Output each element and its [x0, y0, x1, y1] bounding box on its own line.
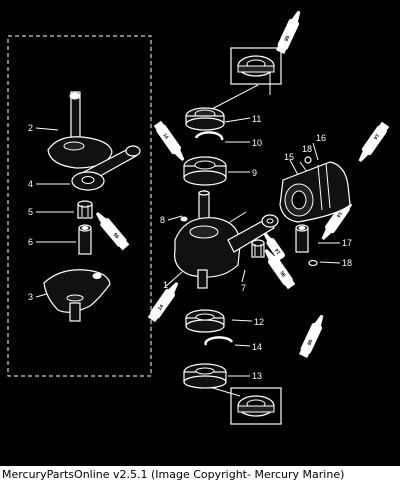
lube-tube-t7: 95 — [264, 249, 296, 290]
exploded-parts-diagram: 95 14 14 14 95 — [7, 10, 390, 425]
callout-10: 10 — [252, 138, 262, 148]
part-8-key — [180, 216, 188, 222]
seal-inset-bottom — [230, 387, 282, 425]
lube-tube-t5: 95 — [95, 212, 130, 251]
lube-tube-t6: 14 — [147, 282, 179, 323]
callout-11: 11 — [252, 114, 261, 124]
part-18-lockring-bottom — [308, 259, 318, 267]
lube-tube-t9: 95 — [299, 314, 324, 358]
seal-inset-top — [230, 47, 282, 85]
lube-tube-t2: 14 — [153, 120, 185, 161]
part-14-retaining-ring — [204, 336, 234, 346]
part-6-crank-pin — [78, 224, 92, 255]
lube-tube-t1: 95 — [276, 10, 301, 54]
lube-tube-t9-label: 95 — [307, 339, 315, 347]
part-4-connecting-rod — [71, 145, 141, 191]
part-1-crankshaft — [173, 190, 279, 289]
callout-12: 12 — [254, 317, 264, 327]
part-12-bearing — [185, 309, 225, 333]
callout-5: 5 — [28, 207, 33, 217]
lube-tube-t1-label: 95 — [284, 35, 292, 43]
copyright-footer: MercuryPartsOnline v2.5.1 (Image Copyrig… — [0, 466, 400, 484]
lube-tube-t5-label: 95 — [113, 231, 121, 239]
lube-tube-t8-label: 14 — [274, 247, 282, 255]
callout-4: 4 — [28, 179, 33, 189]
callout-3: 3 — [28, 292, 33, 302]
lube-tube-t3-label: 14 — [372, 132, 380, 140]
callout-15: 15 — [284, 152, 294, 162]
callout-7: 7 — [241, 283, 246, 293]
callout-6: 6 — [28, 237, 33, 247]
lube-tube-t2-label: 14 — [161, 132, 169, 140]
lube-tube-t4-label: 14 — [335, 210, 343, 218]
lube-tube-t6-label: 14 — [157, 304, 165, 312]
callout-18-bottom: 18 — [342, 258, 352, 268]
part-2-crankshaft-upper — [47, 91, 113, 169]
kit-dashed-box — [7, 35, 152, 377]
part-5-needle-bearing — [77, 200, 93, 219]
callout-2: 2 — [28, 123, 33, 133]
lube-tube-t7-label: 95 — [279, 269, 287, 277]
part-9-bearing — [183, 156, 227, 186]
part-13-bearing — [183, 363, 227, 389]
part-17-piston-pin — [295, 224, 309, 253]
part-18-lockring-top — [304, 156, 312, 164]
lube-tube-t3: 14 — [358, 121, 390, 162]
callout-14: 14 — [252, 342, 262, 352]
part-7-needle-bearing — [251, 239, 265, 258]
callout-13: 13 — [252, 371, 262, 381]
callout-1: 1 — [163, 280, 168, 290]
callout-8: 8 — [160, 215, 165, 225]
callout-9: 9 — [252, 168, 257, 178]
callout-17: 17 — [342, 238, 352, 248]
part-11-bearing — [185, 107, 225, 131]
callout-18-top: 18 — [302, 144, 312, 154]
part-10-retaining-ring — [194, 131, 224, 141]
callout-16: 16 — [316, 133, 326, 143]
part-3-crankshaft-lower — [43, 269, 111, 322]
part-16-piston — [279, 161, 351, 223]
